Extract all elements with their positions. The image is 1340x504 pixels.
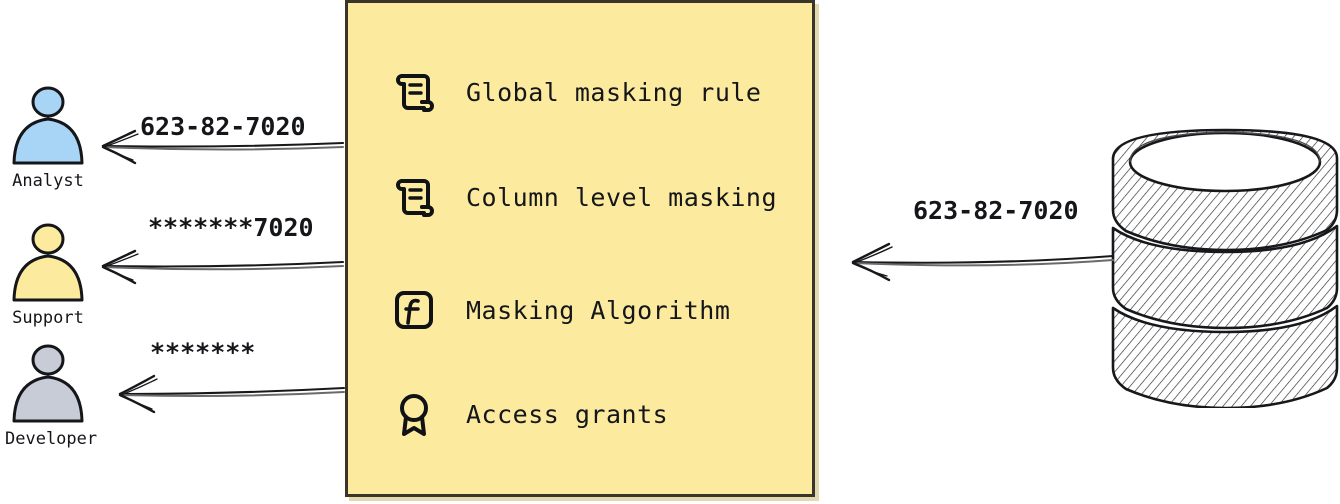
- arrow-db-to-panel: [851, 242, 1115, 282]
- policy-panel: Global masking rule Column level masking: [345, 0, 815, 497]
- policy-item-column-level-masking[interactable]: Column level masking: [388, 171, 777, 223]
- arrow-label-database-value: 623-82-7020: [913, 196, 1079, 225]
- arrow-panel-to-developer: [118, 374, 346, 414]
- consumer-developer: Developer: [5, 343, 98, 449]
- award-icon: [388, 388, 440, 440]
- policy-item-label: Access grants: [466, 399, 669, 429]
- scroll-icon: [388, 66, 440, 118]
- database-svg: [1111, 128, 1339, 410]
- policy-item-label: Global masking rule: [466, 77, 762, 107]
- person-icon: [12, 344, 84, 423]
- policy-item-list: Global masking rule Column level masking: [348, 3, 812, 494]
- consumer-analyst: Analyst: [5, 85, 91, 191]
- consumer-label: Developer: [5, 429, 98, 449]
- person-icon: [12, 223, 84, 302]
- policy-item-access-grants[interactable]: Access grants: [388, 388, 668, 440]
- database-icon: [1108, 118, 1340, 410]
- arrow-label-support-value: *******7020: [148, 213, 314, 242]
- consumer-label: Analyst: [12, 171, 84, 191]
- consumer-label: Support: [12, 308, 84, 328]
- arrow-label-analyst-value: 623-82-7020: [140, 112, 306, 141]
- policy-item-label: Masking Algorithm: [466, 295, 731, 325]
- consumer-support: Support: [5, 222, 91, 328]
- policy-item-masking-algorithm[interactable]: Masking Algorithm: [388, 284, 730, 336]
- scroll-icon: [388, 171, 440, 223]
- person-icon: [12, 86, 84, 165]
- function-icon: [388, 284, 440, 336]
- arrow-panel-to-analyst: [101, 129, 345, 165]
- arrow-label-developer-value: *******: [150, 338, 256, 367]
- policy-item-label: Column level masking: [466, 182, 778, 212]
- policy-item-global-masking-rule[interactable]: Global masking rule: [388, 66, 761, 118]
- arrow-panel-to-support: [101, 249, 345, 285]
